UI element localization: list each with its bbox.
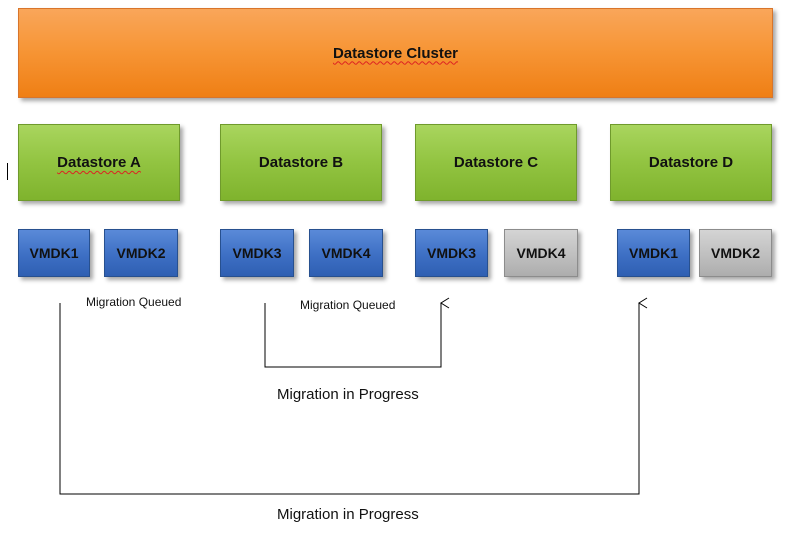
datastore-d-label: Datastore D xyxy=(648,154,734,171)
vmdk2-datastore-d-pending: VMDK2 xyxy=(699,229,772,277)
vmdk1-datastore-d: VMDK1 xyxy=(617,229,690,277)
datastore-c: Datastore C xyxy=(415,124,577,201)
datastore-cluster: Datastore Cluster xyxy=(18,8,773,98)
vmdk-label: VMDK1 xyxy=(29,245,79,261)
vmdk-label: VMDK4 xyxy=(321,245,371,261)
migration-in-progress-label-b-to-c: Migration in Progress xyxy=(277,386,419,403)
datastore-a: Datastore A xyxy=(18,124,180,201)
migration-in-progress-label-a-to-d: Migration in Progress xyxy=(277,506,419,523)
datastore-d: Datastore D xyxy=(610,124,772,201)
vmdk3-datastore-b: VMDK3 xyxy=(220,229,294,277)
vmdk-label: VMDK2 xyxy=(116,245,166,261)
datastore-c-label: Datastore C xyxy=(453,154,539,171)
vmdk2-datastore-a: VMDK2 xyxy=(104,229,178,277)
vmdk4-datastore-b: VMDK4 xyxy=(309,229,383,277)
migration-queued-label-b: Migration Queued xyxy=(300,298,396,312)
migration-queued-label-a: Migration Queued xyxy=(86,295,182,309)
datastore-b-label: Datastore B xyxy=(258,154,344,171)
datastore-cluster-label: Datastore Cluster xyxy=(332,44,459,62)
vmdk3-datastore-c: VMDK3 xyxy=(415,229,488,277)
vmdk-label: VMDK1 xyxy=(628,245,678,261)
vmdk-label: VMDK3 xyxy=(232,245,282,261)
datastore-a-label: Datastore A xyxy=(57,154,141,171)
vmdk-label: VMDK3 xyxy=(426,245,476,261)
migration-path-a-to-d xyxy=(59,297,648,495)
vmdk-label: VMDK4 xyxy=(516,245,566,261)
migration-path-b-to-c xyxy=(264,297,450,368)
datastore-b: Datastore B xyxy=(220,124,382,201)
vmdk1-datastore-a: VMDK1 xyxy=(18,229,90,277)
vmdk4-datastore-c-pending: VMDK4 xyxy=(504,229,578,277)
text-cursor xyxy=(7,163,8,180)
vmdk-label: VMDK2 xyxy=(710,245,760,261)
